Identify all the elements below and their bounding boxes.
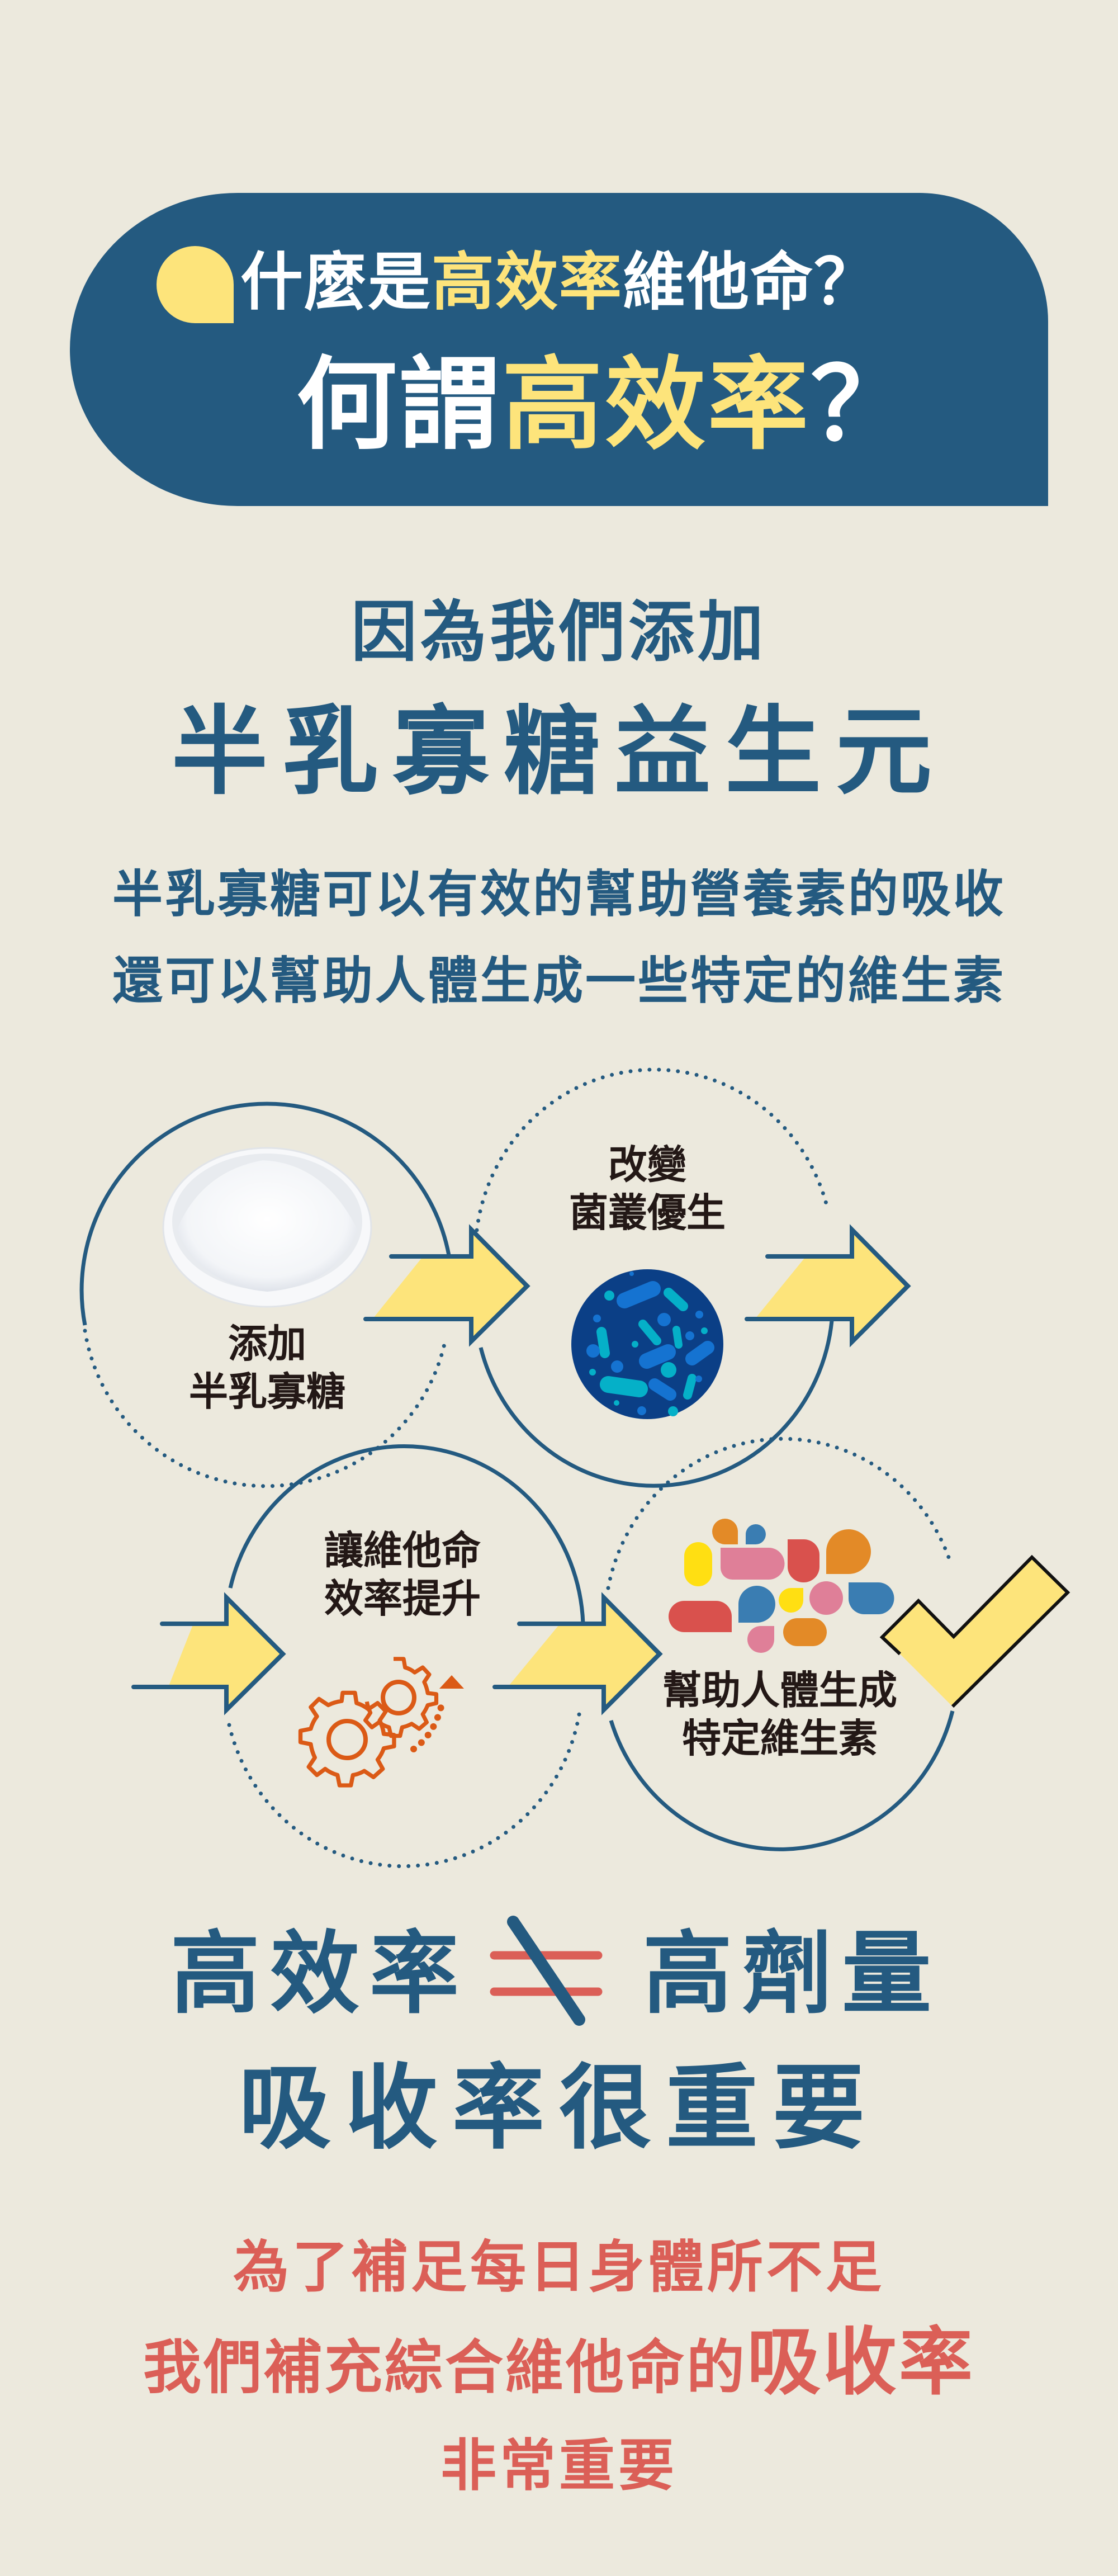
gears-icon xyxy=(298,1657,464,1788)
header-line2-highlight: 高效率 xyxy=(502,347,811,464)
speech-bubble-icon xyxy=(157,246,234,323)
header-line2-prefix: 何謂 xyxy=(296,347,503,464)
step2-label: 改變 菌叢優生 xyxy=(569,1142,726,1236)
step1-circle xyxy=(79,1102,451,1488)
header-title: 何謂高效率？ xyxy=(296,341,995,470)
sugar-bowl-icon xyxy=(162,1147,372,1308)
comparison-left: 高效率 xyxy=(170,1921,470,2026)
closing-line-3: 非常重要 xyxy=(440,2433,678,2498)
header-line1-prefix: 什麼是 xyxy=(240,246,432,319)
arrow-right-icon xyxy=(745,1224,911,1348)
arrow-right-icon xyxy=(492,1592,663,1715)
step4-circle xyxy=(606,1436,955,1851)
step4-label: 幫助人體生成 特定維生素 xyxy=(662,1667,897,1761)
bacteria-icon xyxy=(571,1269,723,1419)
step3-label: 讓維他命 效率提升 xyxy=(324,1528,481,1622)
step1-label: 添加 半乳寡糖 xyxy=(189,1321,345,1415)
intro-lead: 因為我們添加 xyxy=(350,593,767,670)
header-line1-highlight: 高效率 xyxy=(432,246,623,319)
closing-line-2: 我們補充綜合維他命的吸收率 xyxy=(0,2320,1118,2409)
arrow-right-icon xyxy=(131,1592,286,1715)
vitamin-shapes-icon xyxy=(669,1519,894,1653)
intro-ingredient: 半乳寡糖益生元 xyxy=(172,696,946,808)
closing-emphasis: 吸收率 xyxy=(747,2319,975,2405)
comparison-conclusion: 吸收率很重要 xyxy=(239,2054,879,2162)
description-line-2: 還可以幫助人體生成一些特定的維生素 xyxy=(112,952,1006,1010)
step3-circle xyxy=(227,1444,585,1869)
checkmark-icon xyxy=(879,1554,1070,1708)
description-line-1: 半乳寡糖可以有效的幫助營養素的吸收 xyxy=(112,865,1006,924)
step2-circle xyxy=(475,1067,834,1488)
header-banner xyxy=(70,193,1048,506)
arrow-right-icon xyxy=(363,1224,530,1347)
comparison-right: 高劑量 xyxy=(643,1921,942,2026)
closing-line-2-prefix: 我們補充綜合維他命的 xyxy=(143,2333,747,2402)
not-equal-icon xyxy=(490,1916,603,2026)
closing-line-1: 為了補足每日身體所不足 xyxy=(233,2234,885,2300)
header-question: 什麼是高效率維他命？ xyxy=(240,238,1012,327)
header-line1-suffix: 維他命？ xyxy=(623,246,878,319)
header-line2-suffix: ？ xyxy=(811,347,914,464)
